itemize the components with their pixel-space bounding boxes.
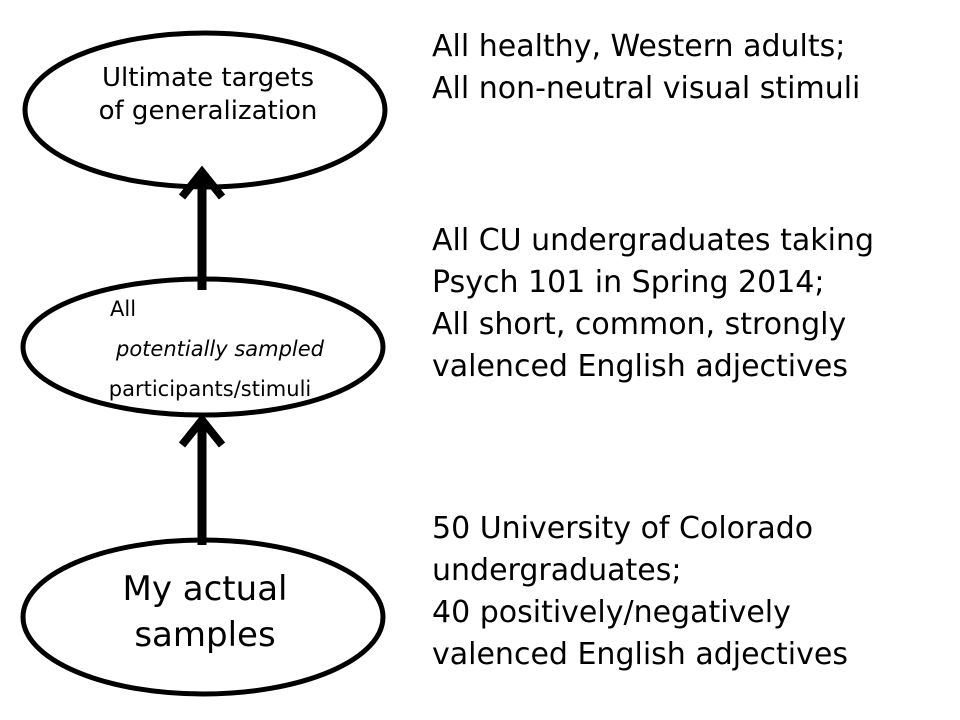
lower-arrow	[178, 413, 226, 545]
middle-description: All CU undergraduates taking Psych 101 i…	[432, 223, 875, 384]
bottom-node-label: My actual samples	[122, 569, 288, 655]
upper-arrow	[178, 165, 226, 290]
top-description: All healthy, Western adults; All non-neu…	[432, 29, 861, 106]
middle-node-label-line-1: All	[110, 297, 137, 321]
top-node-label: Ultimate targets of generalization	[98, 63, 318, 126]
middle-node-label-line-2: potentially sampled	[115, 337, 325, 361]
middle-node-label-line-3: participants/stimuli	[108, 377, 312, 401]
bottom-description: 50 University of Colorado undergraduates…	[432, 511, 848, 672]
